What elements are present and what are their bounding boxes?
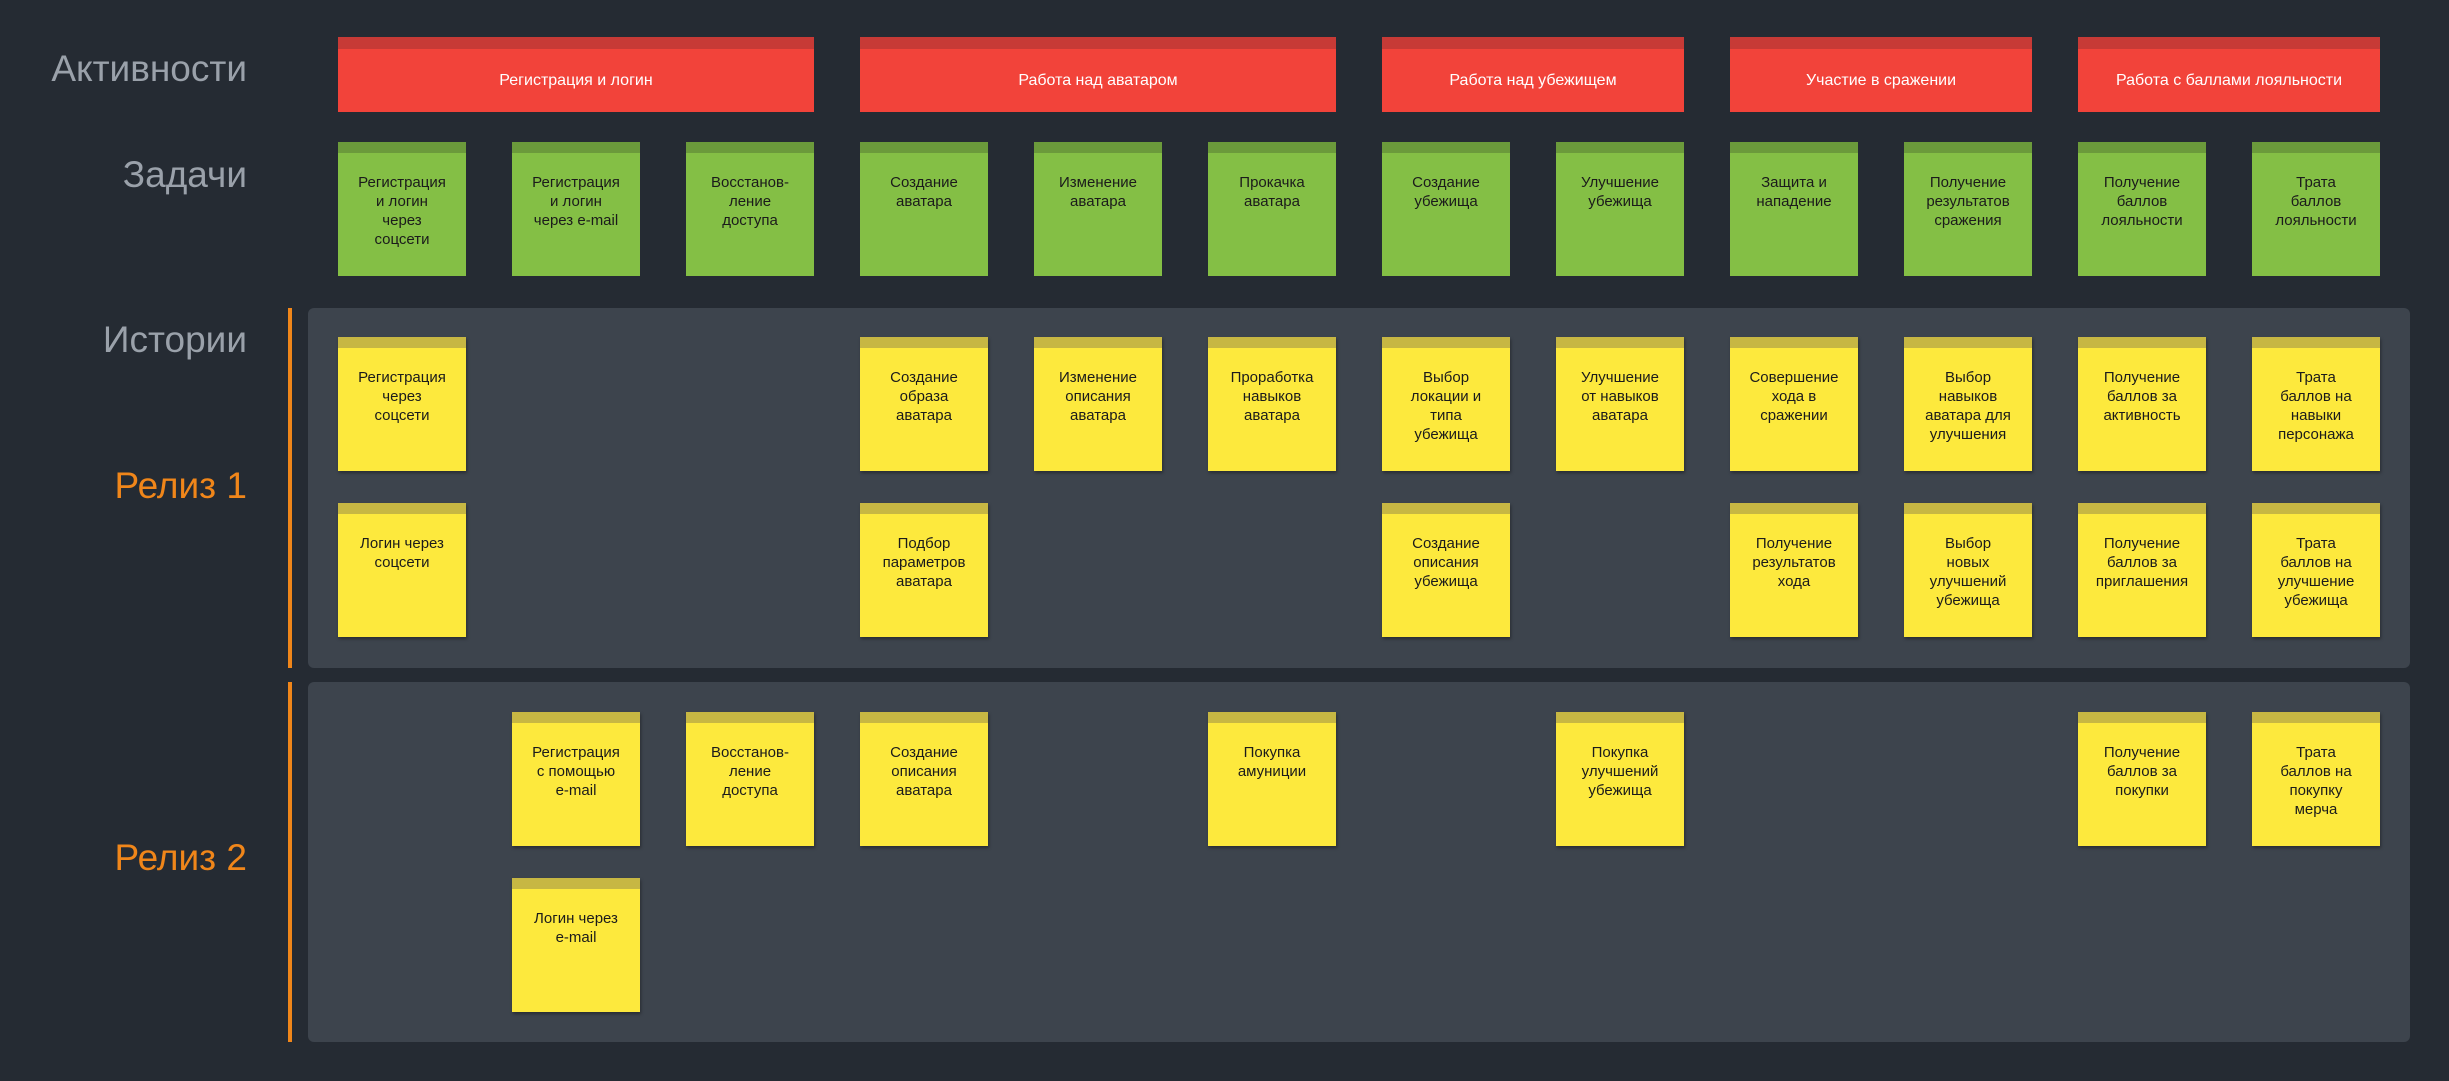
task-card[interactable]: Изменение аватара	[1034, 142, 1162, 276]
story-card[interactable]: Получение баллов за активность	[2078, 337, 2206, 471]
row-label-stories: Истории	[102, 319, 247, 360]
story-card[interactable]: Логин через e-mail	[512, 878, 640, 1012]
story-card-label: Логин через e-mail	[534, 910, 618, 946]
activity-card[interactable]: Работа над убежищем	[1382, 37, 1684, 112]
release-2-panel	[308, 682, 2410, 1042]
task-card[interactable]: Создание аватара	[860, 142, 988, 276]
story-card-label: Регистрация через соцсети	[358, 369, 446, 424]
row-label-tasks: Задачи	[122, 154, 247, 195]
story-card-label: Логин через соцсети	[360, 535, 444, 571]
story-card-label: Улучшение от навыков аватара	[1581, 369, 1659, 424]
story-card[interactable]: Изменение описания аватара	[1034, 337, 1162, 471]
task-card[interactable]: Получение баллов лояльности	[2078, 142, 2206, 276]
story-card[interactable]: Трата баллов на улучшение убежища	[2252, 503, 2380, 637]
task-card[interactable]: Восстанов- ление доступа	[686, 142, 814, 276]
story-card[interactable]: Получение результатов хода	[1730, 503, 1858, 637]
task-card-label: Трата баллов лояльности	[2275, 174, 2357, 229]
story-card[interactable]: Создание описания убежища	[1382, 503, 1510, 637]
story-card[interactable]: Получение баллов за приглашения	[2078, 503, 2206, 637]
story-card[interactable]: Трата баллов на навыки персонажа	[2252, 337, 2380, 471]
task-card[interactable]: Регистрация и логин через e-mail	[512, 142, 640, 276]
story-card[interactable]: Регистрация через соцсети	[338, 337, 466, 471]
task-card-label: Создание убежища	[1412, 174, 1480, 210]
task-card-label: Получение результатов сражения	[1926, 174, 2010, 229]
release-2-bar	[288, 682, 292, 1042]
story-card[interactable]: Создание образа аватара	[860, 337, 988, 471]
story-card-label: Трата баллов на улучшение убежища	[2277, 535, 2355, 609]
story-card-label: Создание образа аватара	[890, 369, 958, 424]
story-card-label: Покупка амуниции	[1237, 744, 1307, 780]
story-card[interactable]: Выбор новых улучшений убежища	[1904, 503, 2032, 637]
task-card[interactable]: Прокачка аватара	[1208, 142, 1336, 276]
story-card-label: Изменение описания аватара	[1059, 369, 1137, 424]
task-card-label: Изменение аватара	[1059, 174, 1137, 210]
story-card-label: Трата баллов на покупку мерча	[2280, 744, 2352, 818]
story-card-label: Выбор навыков аватара для улучшения	[1925, 369, 2011, 443]
release-1-bar	[288, 308, 292, 668]
activity-card[interactable]: Работа с баллами лояльности	[2078, 37, 2380, 112]
task-card[interactable]: Получение результатов сражения	[1904, 142, 2032, 276]
task-card[interactable]: Создание убежища	[1382, 142, 1510, 276]
task-card[interactable]: Защита и нападение	[1730, 142, 1858, 276]
task-card-label: Восстанов- ление доступа	[711, 174, 789, 229]
story-card[interactable]: Совершение хода в сражении	[1730, 337, 1858, 471]
story-card-label: Трата баллов на навыки персонажа	[2278, 369, 2354, 443]
task-card[interactable]: Трата баллов лояльности	[2252, 142, 2380, 276]
activity-card-label: Работа с баллами лояльности	[2115, 71, 2343, 89]
story-card[interactable]: Создание описания аватара	[860, 712, 988, 846]
story-card-label: Получение баллов за активность	[2103, 369, 2181, 424]
activity-card[interactable]: Участие в сражении	[1730, 37, 2032, 112]
task-card-label: Создание аватара	[890, 174, 958, 210]
activity-card-label: Работа над убежищем	[1449, 71, 1617, 89]
activity-card[interactable]: Регистрация и логин	[338, 37, 814, 112]
task-card-label: Регистрация и логин через e-mail	[532, 174, 620, 229]
story-card[interactable]: Подбор параметров аватара	[860, 503, 988, 637]
task-card[interactable]: Улучшение убежища	[1556, 142, 1684, 276]
story-card-label: Подбор параметров аватара	[882, 535, 966, 590]
task-card-label: Улучшение убежища	[1581, 174, 1659, 210]
story-card-label: Проработка навыков аватара	[1230, 369, 1314, 424]
task-card[interactable]: Регистрация и логин через соцсети	[338, 142, 466, 276]
story-card[interactable]: Покупка амуниции	[1208, 712, 1336, 846]
task-card-label: Регистрация и логин через соцсети	[358, 174, 446, 248]
activity-card-label: Участие в сражении	[1805, 71, 1957, 89]
story-card-label: Совершение хода в сражении	[1749, 369, 1839, 424]
task-card-label: Получение баллов лояльности	[2101, 174, 2183, 229]
story-card[interactable]: Выбор навыков аватара для улучшения	[1904, 337, 2032, 471]
release-1-panel	[308, 308, 2410, 668]
story-card-label: Выбор локации и типа убежища	[1410, 369, 1482, 443]
story-card[interactable]: Регистрация с помощью e-mail	[512, 712, 640, 846]
activity-card[interactable]: Работа над аватаром	[860, 37, 1336, 112]
story-card[interactable]: Улучшение от навыков аватара	[1556, 337, 1684, 471]
row-label-release-1: Релиз 1	[114, 465, 247, 506]
story-card[interactable]: Трата баллов на покупку мерча	[2252, 712, 2380, 846]
story-card-label: Покупка улучшений убежища	[1581, 744, 1659, 799]
task-card-label: Защита и нападение	[1756, 174, 1832, 210]
activity-card-label: Работа над аватаром	[1018, 71, 1178, 89]
story-card-label: Получение баллов за приглашения	[2095, 535, 2189, 590]
story-card-label: Регистрация с помощью e-mail	[532, 744, 620, 799]
story-card-label: Восстанов- ление доступа	[711, 744, 789, 799]
story-card-label: Создание описания аватара	[890, 744, 958, 799]
row-label-activities: Активности	[51, 48, 247, 89]
story-card[interactable]: Логин через соцсети	[338, 503, 466, 637]
story-card-label: Получение баллов за покупки	[2103, 744, 2181, 799]
row-label-release-2: Релиз 2	[114, 837, 247, 878]
story-card-label: Создание описания убежища	[1412, 535, 1480, 590]
task-card-label: Прокачка аватара	[1239, 174, 1305, 210]
story-card-label: Получение результатов хода	[1752, 535, 1836, 590]
story-card[interactable]: Восстанов- ление доступа	[686, 712, 814, 846]
story-card[interactable]: Получение баллов за покупки	[2078, 712, 2206, 846]
story-card[interactable]: Покупка улучшений убежища	[1556, 712, 1684, 846]
activity-card-label: Регистрация и логин	[499, 71, 653, 89]
story-card-label: Выбор новых улучшений убежища	[1929, 535, 2007, 609]
story-card[interactable]: Проработка навыков аватара	[1208, 337, 1336, 471]
story-card[interactable]: Выбор локации и типа убежища	[1382, 337, 1510, 471]
